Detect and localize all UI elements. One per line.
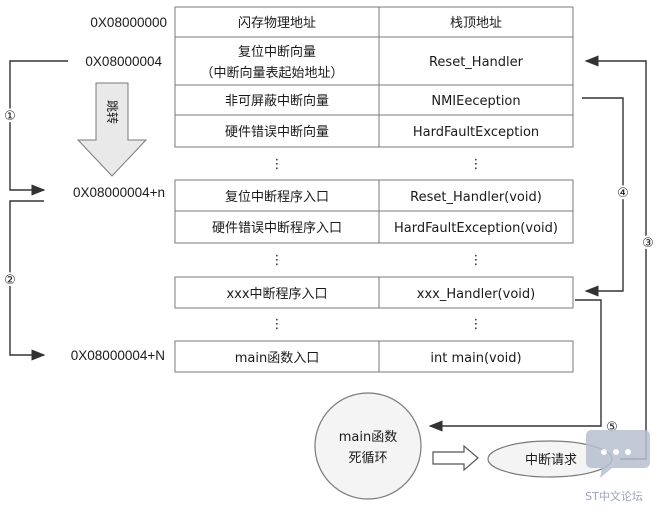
main-function-signature: int main(void) (430, 351, 521, 366)
address-08000004: 0X08000004 (85, 54, 162, 69)
reset-handler-entry: Reset_Handler (429, 55, 524, 70)
nmi-vector-label: 非可屏蔽中断向量 (225, 93, 329, 109)
reset-program-entry: 复位中断程序入口 (225, 190, 329, 205)
interrupt-request-label: 中断请求 (525, 453, 577, 468)
hardfault-program-entry: 硬件错误中断程序入口 (212, 221, 342, 236)
step4-label: ④ (617, 186, 629, 201)
ellipsis-3a: ⋮ (271, 317, 284, 332)
jump-down-arrow: 跳转 (76, 82, 148, 177)
step3-label: ③ (642, 236, 654, 251)
address-08000004-n: 0X08000004+n (73, 185, 165, 200)
step4-arrow (582, 97, 624, 297)
hardfault-handler-func: HardFaultException(void) (394, 221, 558, 236)
ellipsis-3b: ⋮ (470, 317, 483, 332)
main-function-entry: main函数入口 (235, 351, 319, 366)
step1-label: ① (4, 109, 16, 124)
step5-arrow (428, 299, 602, 432)
watermark-logo (586, 430, 650, 478)
reset-vector-sublabel: （中断向量表起始地址） (200, 65, 343, 81)
ellipsis-2a: ⋮ (271, 253, 284, 268)
step2-label: ② (4, 273, 16, 288)
transition-arrow (432, 444, 479, 472)
watermark-text: ST中文论坛 (585, 489, 643, 503)
xxx-handler-func: xxx_Handler(void) (417, 287, 535, 302)
hardfault-vector-label: 硬件错误中断向量 (225, 124, 329, 140)
main-loop-circle: main函数 死循环 (314, 392, 422, 500)
jump-label: 跳转 (105, 100, 120, 124)
ellipsis-1a: ⋮ (271, 157, 284, 172)
ellipsis-2b: ⋮ (470, 253, 483, 268)
header-stack-top: 栈顶地址 (450, 16, 502, 31)
handler-table: 复位中断程序入口 Reset_Handler(void) 硬件错误中断程序入口 … (174, 179, 574, 244)
reset-vector-label: 复位中断向量 (238, 44, 316, 60)
ellipsis-1b: ⋮ (470, 157, 483, 172)
hardfault-handler-entry: HardFaultException (413, 125, 539, 140)
xxx-handler-row: xxx中断程序入口 xxx_Handler(void) (174, 276, 574, 309)
main-row: main函数入口 int main(void) (174, 340, 574, 373)
vector-table-top: 闪存物理地址 栈顶地址 复位中断向量 （中断向量表起始地址） Reset_Han… (174, 6, 574, 148)
address-08000004-N: 0X08000004+N (71, 348, 165, 363)
main-loop-line2: 死循环 (348, 451, 387, 466)
step1-arrow (9, 60, 68, 196)
main-loop-line1: main函数 (339, 430, 397, 445)
nmi-handler-entry: NMIEeception (431, 94, 520, 109)
reset-handler-func: Reset_Handler(void) (410, 190, 542, 205)
step2-arrow (9, 200, 46, 361)
interrupt-request-ellipse: 中断请求 (487, 440, 613, 478)
xxx-program-entry: xxx中断程序入口 (226, 287, 327, 302)
header-flash-address: 闪存物理地址 (238, 16, 316, 31)
step3-arrow (584, 55, 647, 460)
address-08000000: 0X08000000 (90, 15, 167, 30)
